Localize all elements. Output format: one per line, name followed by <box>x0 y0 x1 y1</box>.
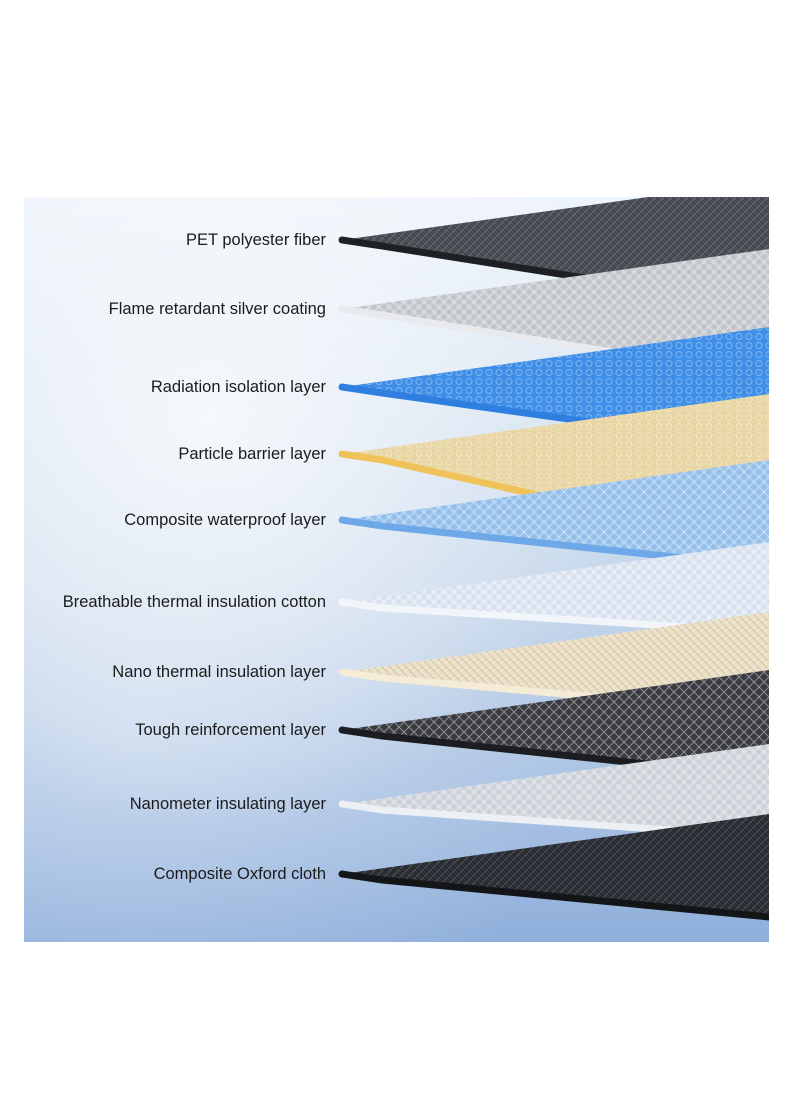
layer-surface <box>342 460 769 567</box>
layer-label: Composite Oxford cloth <box>153 865 326 883</box>
layer-surface <box>342 814 769 917</box>
layer-6 <box>338 542 769 636</box>
layer-stack <box>338 197 769 921</box>
layer-cap <box>338 870 346 878</box>
layer-cap <box>338 236 346 244</box>
layer-edge <box>342 870 769 921</box>
layer-10 <box>338 814 769 921</box>
layer-edge <box>342 598 769 636</box>
layer-label: Nano thermal insulation layer <box>112 663 326 681</box>
layer-cap <box>338 800 346 808</box>
layer-cap <box>338 383 346 391</box>
layer-cap <box>338 305 346 313</box>
layer-label: PET polyester fiber <box>185 231 326 249</box>
layer-label: Flame retardant silver coating <box>108 300 326 318</box>
layer-cap <box>338 598 346 606</box>
layer-label: Breathable thermal insulation cotton <box>62 593 326 611</box>
layer-label: Tough reinforcement layer <box>135 721 326 739</box>
layer-label: Nanometer insulating layer <box>129 795 326 813</box>
layer-cap <box>338 516 346 524</box>
layer-cap <box>338 726 346 734</box>
layer-label: Composite waterproof layer <box>124 511 326 529</box>
layer-label: Radiation isolation layer <box>150 378 326 396</box>
layer-surface <box>342 670 769 777</box>
layer-label: Particle barrier layer <box>178 445 326 463</box>
layer-cap <box>338 668 346 676</box>
layer-cap <box>338 450 346 458</box>
